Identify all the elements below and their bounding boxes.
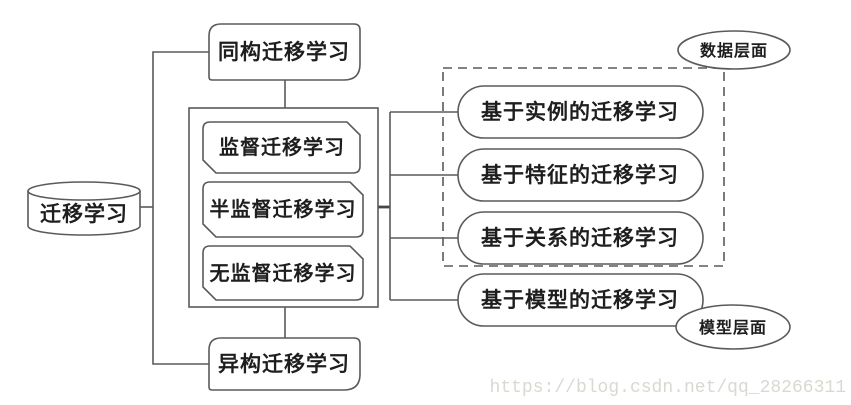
node-homogeneous-label: 同构迁移学习: [218, 40, 350, 64]
node-instance-based: 基于实例的迁移学习: [457, 85, 704, 139]
stadium-shape: [457, 211, 704, 265]
connector-left-spine: [152, 51, 209, 365]
node-relation-based: 基于关系的迁移学习: [457, 211, 704, 265]
node-instance-based-label: 基于实例的迁移学习: [481, 100, 679, 124]
label-model-level: 模型层面: [675, 304, 791, 350]
card-shape: [202, 245, 364, 301]
node-unsupervised-label: 无监督迁移学习: [210, 261, 357, 285]
node-supervised-label: 监督迁移学习: [219, 135, 345, 159]
node-root: 迁移学习: [27, 181, 141, 236]
label-data-level-text: 数据层面: [700, 41, 768, 60]
node-heterogeneous: 异构迁移学习: [208, 337, 361, 391]
rounded-box-shape: [208, 337, 361, 391]
node-feature-based: 基于特征的迁移学习: [457, 148, 704, 202]
label-model-level-text: 模型层面: [699, 318, 767, 337]
node-model-based: 基于模型的迁移学习: [457, 273, 704, 327]
node-model-based-label: 基于模型的迁移学习: [481, 288, 679, 312]
ellipse-shape: [675, 304, 791, 350]
card-shape: [202, 121, 361, 174]
node-semi-supervised-label: 半监督迁移学习: [210, 197, 357, 221]
node-unsupervised: 无监督迁移学习: [202, 245, 364, 301]
stadium-shape: [457, 148, 704, 202]
node-semi-supervised: 半监督迁移学习: [202, 181, 364, 238]
cylinder-shape: [27, 181, 141, 236]
node-heterogeneous-label: 异构迁移学习: [218, 352, 350, 376]
rounded-box-shape: [208, 23, 361, 81]
stadium-shape: [457, 273, 704, 327]
node-relation-based-label: 基于关系的迁移学习: [481, 226, 679, 250]
stadium-shape: [457, 85, 704, 139]
node-supervised: 监督迁移学习: [202, 121, 361, 174]
watermark-url: https://blog.csdn.net/qq_28266311: [490, 378, 846, 398]
node-homogeneous: 同构迁移学习: [208, 23, 361, 81]
ellipse-shape: [677, 30, 791, 70]
label-data-level: 数据层面: [677, 30, 791, 70]
supervision-group: 监督迁移学习 半监督迁移学习 无监督迁移学习: [188, 107, 379, 308]
cylinder-top-curve: [27, 190, 141, 201]
node-feature-based-label: 基于特征的迁移学习: [481, 163, 679, 187]
data-level-dashed-frame: [442, 67, 725, 267]
node-root-label: 迁移学习: [40, 202, 128, 226]
card-shape: [202, 181, 364, 238]
